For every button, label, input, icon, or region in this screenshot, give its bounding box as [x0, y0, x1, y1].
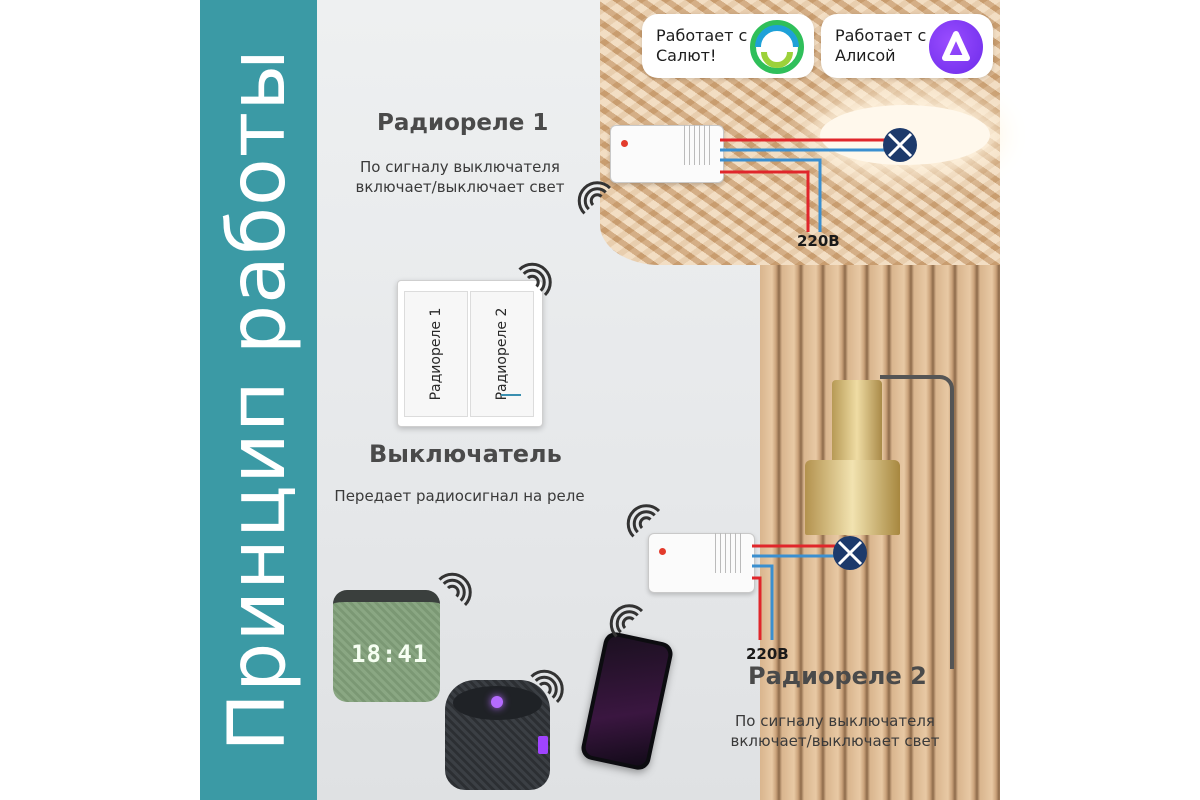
green-smart-speaker: 18:41	[333, 590, 440, 702]
relay1-indicator	[621, 140, 628, 147]
switch-key-relay1: Радиореле 1	[404, 291, 468, 417]
dark-speaker-tab	[538, 736, 548, 754]
speaker-clock-display: 18:41	[351, 640, 429, 668]
relay2-description: По сигналу выключателя включает/выключае…	[727, 711, 943, 751]
teal-side-band	[200, 0, 317, 800]
relay2-desc-line1: По сигналу выключателя	[735, 712, 935, 730]
pendant-lamp-neck	[832, 380, 882, 470]
lamp-node-icon	[883, 128, 917, 162]
relay2-indicator	[659, 548, 666, 555]
relay1-title: Радиореле 1	[377, 110, 549, 136]
alice-badge: Работает с Алисой	[821, 14, 993, 78]
wifi-signal-icon	[577, 181, 612, 215]
switch-key-relay2: Радиореле 2	[470, 291, 534, 417]
switch-title: Выключатель	[369, 440, 562, 468]
wifi-signal-icon	[438, 572, 472, 607]
relay2-title: Радиореле 2	[748, 662, 927, 690]
salute-badge-text: Работает с Салют!	[656, 26, 748, 65]
relay2-voltage-label: 220В	[746, 645, 789, 663]
relay1-description: По сигналу выключателя включает/выключае…	[352, 157, 568, 197]
salute-badge: Работает с Салют!	[642, 14, 814, 78]
dark-smart-speaker	[445, 680, 550, 790]
alice-logo-icon	[929, 20, 983, 74]
salute-logo-icon	[750, 20, 804, 74]
lamp-node-icon	[833, 536, 867, 570]
relay2-device	[648, 533, 755, 593]
wifi-signal-icon	[530, 669, 564, 704]
relay1-wires	[720, 138, 885, 232]
pendant-lamp-shade	[805, 460, 900, 535]
dark-speaker-led	[491, 696, 503, 708]
relay2-wires	[752, 544, 835, 640]
wifi-signal-icon	[626, 504, 661, 538]
wifi-signal-icon	[518, 262, 552, 297]
relay1-voltage-label: 220В	[797, 232, 840, 250]
relay1-device	[610, 125, 724, 183]
switch-led	[501, 394, 521, 396]
wireless-switch: Радиореле 1 Радиореле 2	[397, 280, 543, 427]
relay1-desc-line1: По сигналу выключателя	[360, 158, 560, 176]
relay1-desc-line2: включает/выключает свет	[355, 178, 565, 196]
alice-badge-text: Работает с Алисой	[835, 26, 927, 65]
pendant-cord	[880, 375, 954, 669]
relay2-desc-line2: включает/выключает свет	[730, 732, 940, 750]
wifi-signal-icon	[609, 604, 644, 638]
switch-description: Передает радиосигнал на реле	[334, 487, 585, 505]
